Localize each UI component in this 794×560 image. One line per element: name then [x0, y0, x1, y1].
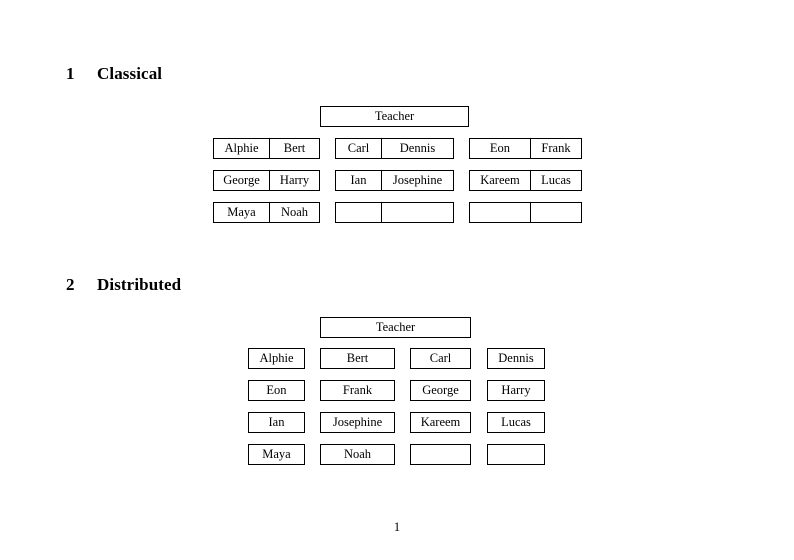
classical-row: Alphie Bert Carl Dennis Eon Frank — [0, 138, 794, 159]
section-heading-classical: 1 Classical — [66, 64, 162, 84]
distributed-row: Ian Josephine Kareem Lucas — [0, 412, 794, 433]
classical-cell-empty — [336, 203, 381, 222]
classical-cell: Noah — [269, 203, 319, 222]
classical-cell: Lucas — [530, 171, 581, 190]
classical-cell: Kareem — [480, 173, 520, 187]
distributed-row: Alphie Bert Carl Dennis — [0, 348, 794, 369]
distributed-cell: Maya — [248, 444, 305, 465]
distributed-cell: Ian — [248, 412, 305, 433]
section-number-1: 1 — [66, 64, 75, 83]
distributed-cell: Harry — [487, 380, 545, 401]
distributed-cell: Noah — [320, 444, 395, 465]
classical-row: George Harry Ian Josephine Kareem Lucas — [0, 170, 794, 191]
classical-row: Maya Noah — [0, 202, 794, 223]
distributed-cell: Frank — [320, 380, 395, 401]
classical-cell: Ian — [350, 173, 367, 187]
classical-teacher-box: Teacher — [320, 106, 469, 127]
section-number-2: 2 — [66, 275, 75, 294]
distributed-cell: Lucas — [487, 412, 545, 433]
classical-cell: Harry — [269, 171, 319, 190]
distributed-cell: Josephine — [320, 412, 395, 433]
classical-cell-empty — [530, 203, 581, 222]
classical-cell-empty — [381, 203, 453, 222]
distributed-cell: George — [410, 380, 471, 401]
classical-group — [469, 202, 582, 223]
classical-cell: Bert — [269, 139, 319, 158]
distributed-cell: Alphie — [248, 348, 305, 369]
classical-group: Alphie Bert — [213, 138, 320, 159]
distributed-cell: Dennis — [487, 348, 545, 369]
distributed-row: Maya Noah — [0, 444, 794, 465]
classical-cell-empty — [470, 203, 530, 222]
distributed-teacher-box: Teacher — [320, 317, 471, 338]
classical-cell: George — [223, 173, 260, 187]
distributed-cell: Kareem — [410, 412, 471, 433]
section-title-2: Distributed — [97, 275, 182, 294]
section-heading-distributed: 2 Distributed — [66, 275, 181, 295]
distributed-cell-empty — [410, 444, 471, 465]
classical-cell: Josephine — [381, 171, 453, 190]
classical-group — [335, 202, 454, 223]
classical-cell: Alphie — [224, 141, 259, 155]
classical-cell: Carl — [347, 141, 370, 155]
distributed-row: Eon Frank George Harry — [0, 380, 794, 401]
classical-group: Ian Josephine — [335, 170, 454, 191]
classical-cell: Eon — [489, 141, 511, 155]
classical-group: Eon Frank — [469, 138, 582, 159]
classical-cell: Frank — [530, 139, 581, 158]
distributed-cell: Bert — [320, 348, 395, 369]
distributed-cell: Eon — [248, 380, 305, 401]
classical-group: Carl Dennis — [335, 138, 454, 159]
classical-group: Kareem Lucas — [469, 170, 582, 191]
classical-cell: Maya — [227, 205, 256, 219]
classical-group: George Harry — [213, 170, 320, 191]
section-title-1: Classical — [97, 64, 163, 83]
distributed-cell: Carl — [410, 348, 471, 369]
distributed-cell-empty — [487, 444, 545, 465]
classical-cell: Dennis — [381, 139, 453, 158]
page-number: 1 — [393, 520, 401, 534]
classical-group: Maya Noah — [213, 202, 320, 223]
